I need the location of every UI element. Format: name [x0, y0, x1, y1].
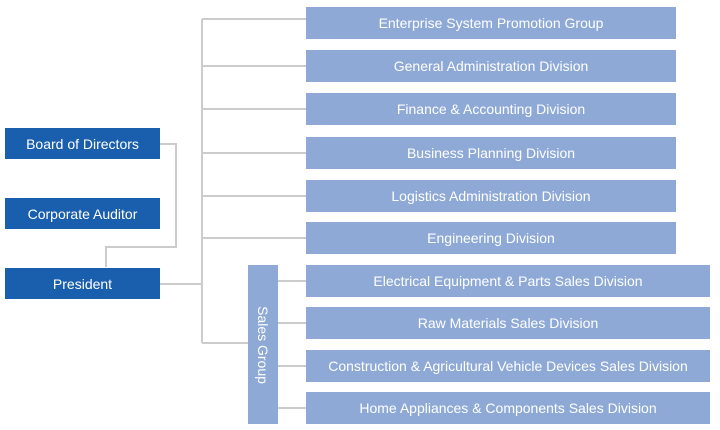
division-label: Enterprise System Promotion Group: [378, 15, 604, 31]
division-label: Logistics Administration Division: [391, 188, 591, 204]
sales-division-box: Home Appliances & Components Sales Divis…: [306, 392, 710, 424]
board-of-directors-label: Board of Directors: [26, 135, 139, 152]
president-box: President: [5, 268, 160, 299]
division-box: Enterprise System Promotion Group: [306, 7, 676, 39]
sales-division-label: Raw Materials Sales Division: [417, 315, 599, 331]
division-box: Logistics Administration Division: [306, 180, 676, 212]
division-label: General Administration Division: [393, 58, 589, 74]
sales-division-box: Raw Materials Sales Division: [306, 307, 710, 339]
division-label: Engineering Division: [427, 230, 555, 246]
division-label: Finance & Accounting Division: [396, 101, 586, 117]
sales-division-box: Electrical Equipment & Parts Sales Divis…: [306, 265, 710, 297]
division-box: Finance & Accounting Division: [306, 93, 676, 125]
division-box: Business Planning Division: [306, 137, 676, 169]
corporate-auditor-label: Corporate Auditor: [27, 205, 138, 222]
sales-division-label: Electrical Equipment & Parts Sales Divis…: [373, 273, 643, 289]
division-label: Business Planning Division: [406, 145, 576, 161]
division-box: Engineering Division: [306, 222, 676, 254]
board-of-directors-box: Board of Directors: [5, 128, 160, 159]
corporate-auditor-box: Corporate Auditor: [5, 198, 160, 229]
sales-group-label: Sales Group: [255, 305, 272, 384]
sales-division-label: Construction & Agricultural Vehicle Devi…: [328, 358, 688, 374]
sales-division-label: Home Appliances & Components Sales Divis…: [359, 400, 657, 416]
sales-division-box: Construction & Agricultural Vehicle Devi…: [306, 350, 710, 382]
board-to-president-connector: [105, 143, 177, 267]
president-label: President: [52, 275, 113, 292]
sales-group-box: Sales Group: [248, 265, 278, 424]
division-box: General Administration Division: [306, 50, 676, 82]
